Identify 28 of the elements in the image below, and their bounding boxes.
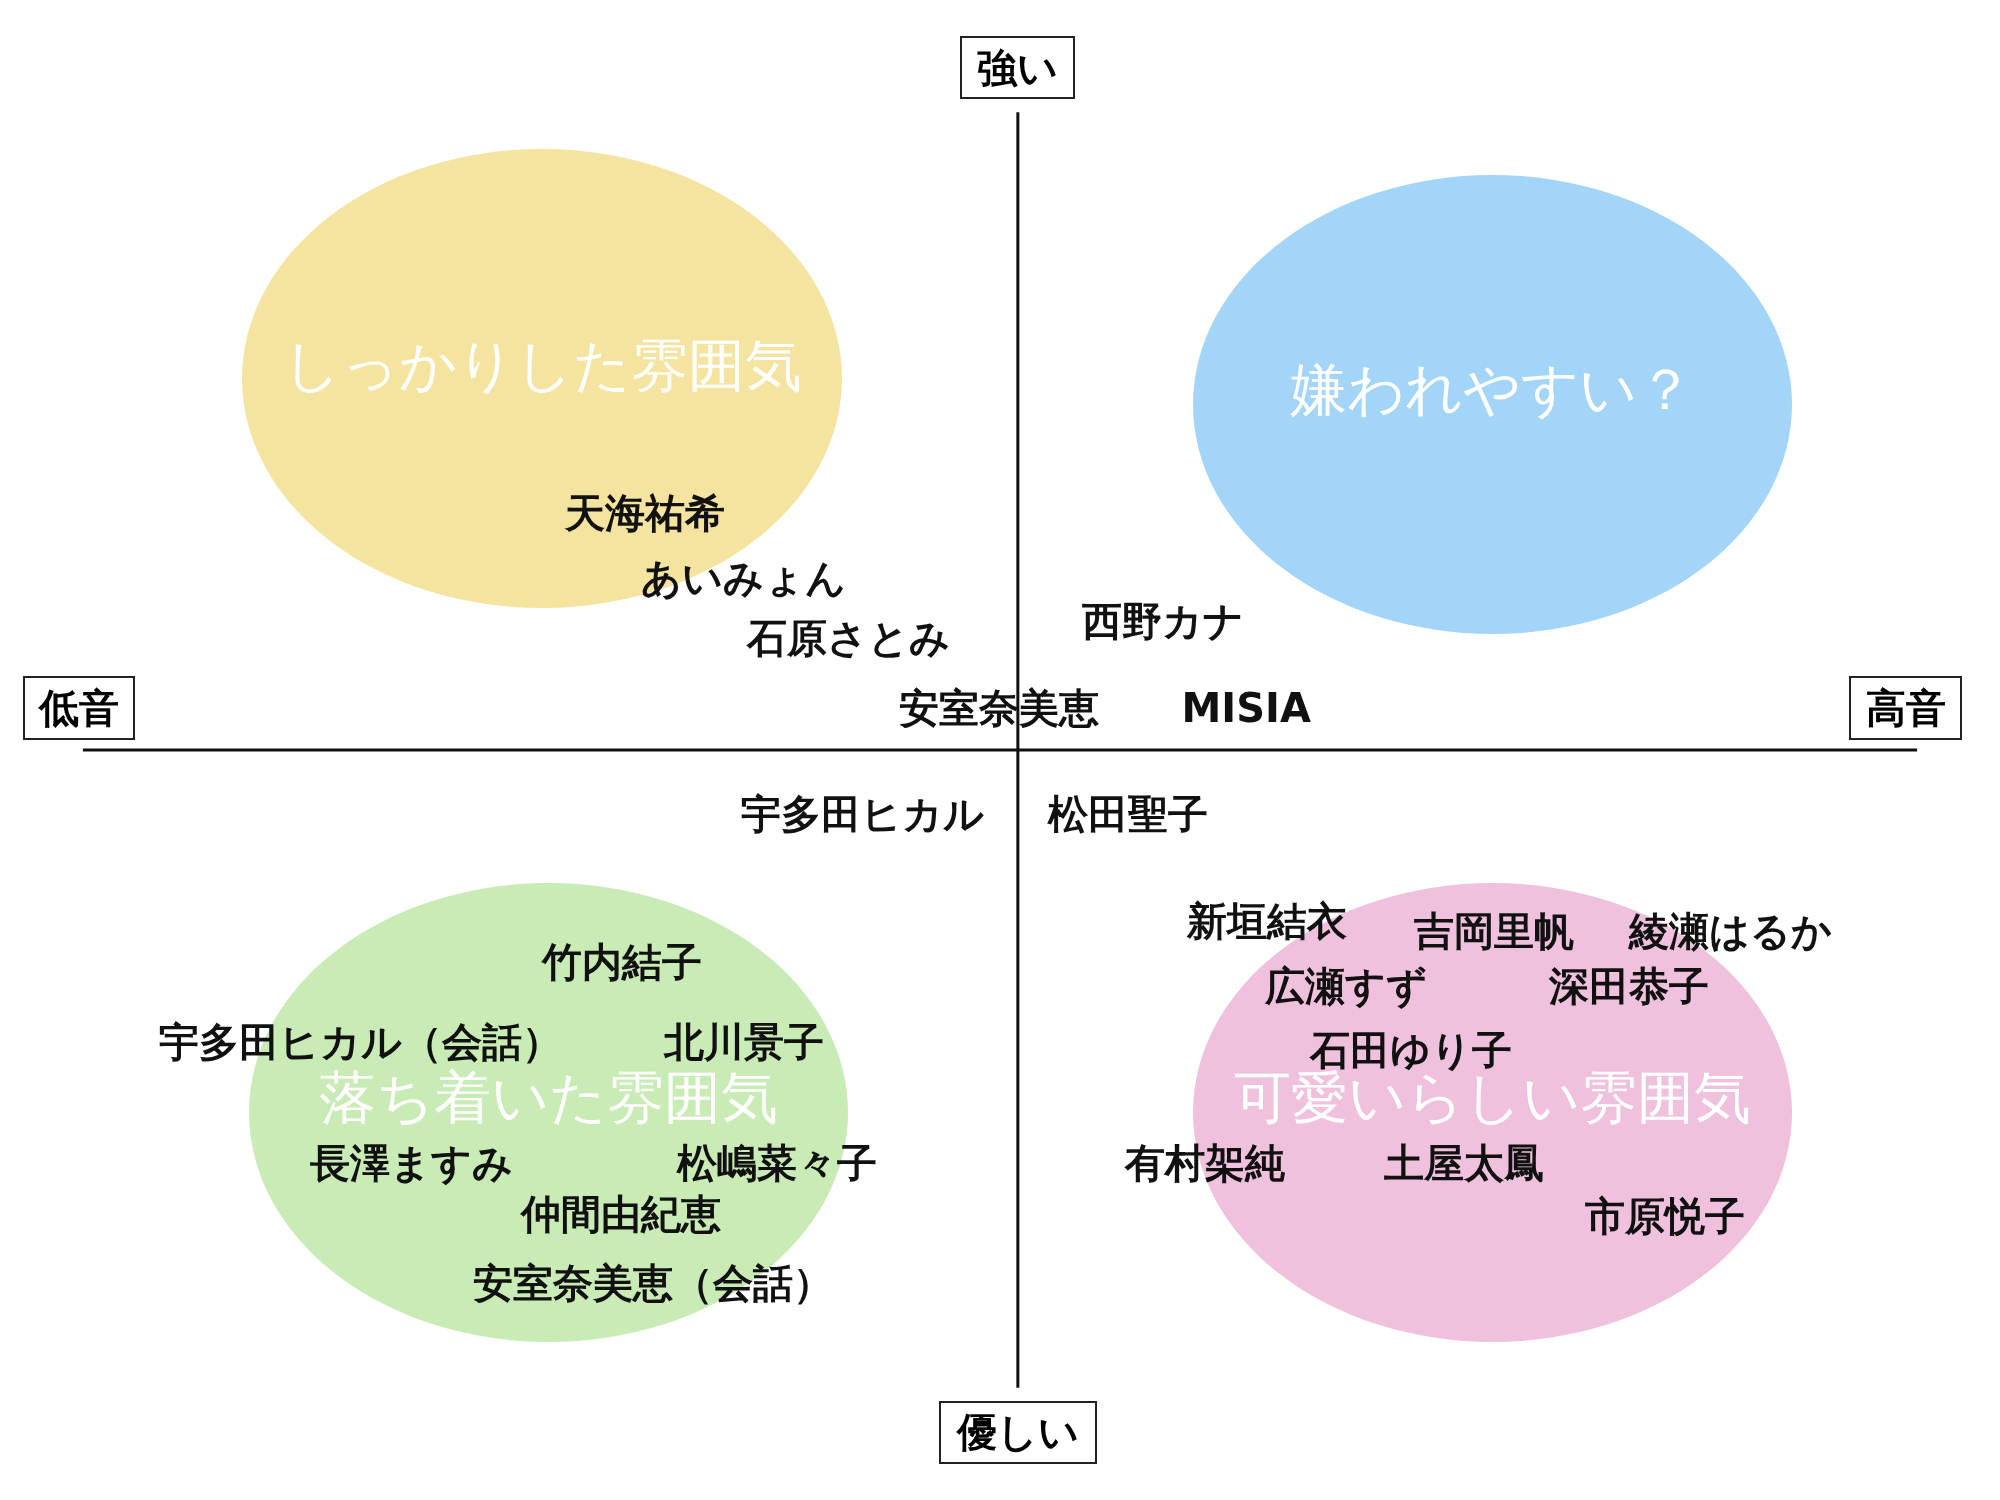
person-name: MISIA [1181,687,1311,728]
person-name: 西野カナ [1082,601,1245,642]
person-name: 松嶋菜々子 [676,1143,877,1184]
axis-label: 優しい [938,1400,1097,1465]
category-label: しっかりした雰囲気 [282,337,802,395]
person-name: 新垣結衣 [1186,900,1347,941]
axis-label: 低音 [22,676,136,740]
category-label: 落ち着いた雰囲気 [318,1068,778,1126]
person-name: 長澤ますみ [310,1143,514,1184]
person-name: 市原悦子 [1584,1195,1745,1236]
person-name: あいみょん [641,557,847,598]
person-name: 安室奈美恵（会話） [473,1263,834,1304]
axis-label: 強い [960,35,1076,100]
person-name: 有村架純 [1125,1143,1286,1184]
axis-label: 高音 [1849,676,1962,740]
person-name: 仲間由紀恵 [521,1194,722,1235]
person-name: 松田聖子 [1047,793,1208,834]
person-name: 深田恭子 [1548,965,1709,1006]
person-name: 土屋太鳳 [1384,1143,1545,1184]
person-name: 綾瀬はるか [1629,911,1833,952]
person-name: 宇多田ヒカル [740,793,984,834]
category-label: 嫌われやすい？ [1290,360,1695,418]
person-name: 宇多田ヒカル（会話） [159,1022,563,1063]
person-name: 北川景子 [663,1022,824,1063]
person-name: 吉岡里帆 [1413,911,1574,952]
person-name: 石原さとみ [746,617,950,658]
person-name: 天海祐希 [565,492,726,533]
person-name: 竹内結子 [542,941,703,982]
